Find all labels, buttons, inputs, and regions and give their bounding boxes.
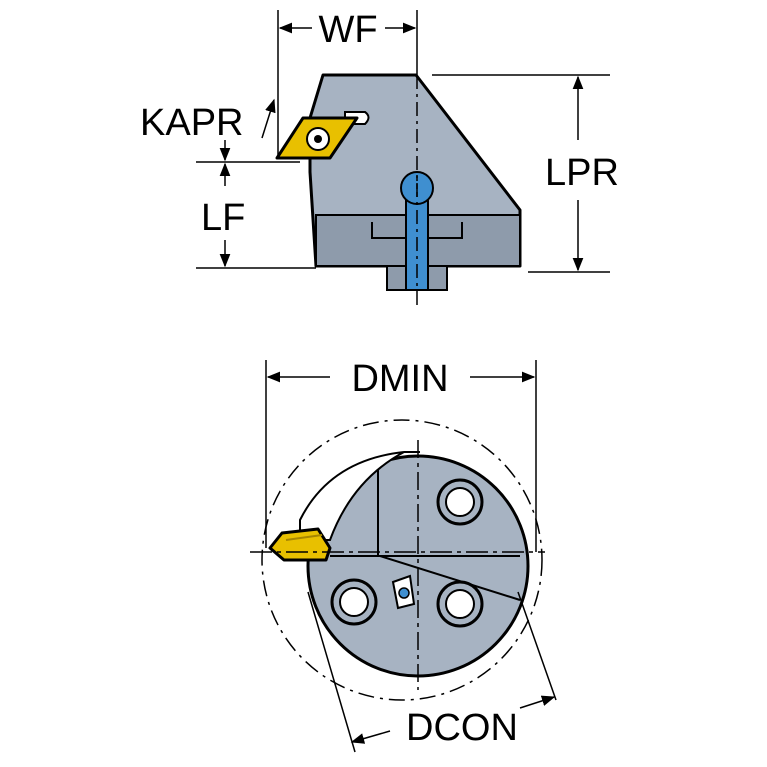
bolt-hole-top — [436, 478, 484, 526]
label-wf: WF — [318, 9, 377, 51]
label-dmin: DMIN — [351, 358, 448, 400]
insert-top — [275, 116, 359, 160]
label-dcon: DCON — [406, 707, 518, 749]
bolt-hole-right — [436, 580, 484, 628]
side-view: WF KAPR LF LPR — [140, 9, 619, 308]
insert-front — [268, 527, 332, 562]
insert-screw — [391, 574, 416, 610]
label-lf: LF — [201, 197, 245, 239]
label-lpr: LPR — [545, 152, 619, 194]
bolt-hole-left — [330, 578, 378, 626]
label-kapr: KAPR — [140, 102, 243, 144]
dmin-circle — [261, 419, 543, 701]
front-view: DMIN DCON — [250, 358, 557, 753]
